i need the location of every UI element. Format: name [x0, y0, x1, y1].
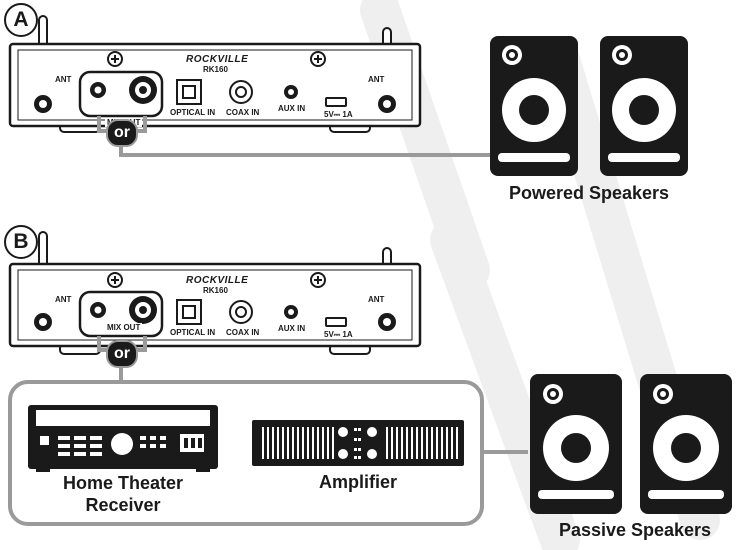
model-label-b: RK160: [203, 286, 228, 295]
aux-in-label-a: AUX IN: [278, 104, 306, 113]
step-a-badge: A: [4, 3, 38, 37]
step-b-badge: B: [4, 225, 38, 259]
passive-speakers-caption: Passive Speakers: [558, 520, 712, 540]
usb-label-a: 5V⎓ 1A: [324, 110, 353, 119]
usb-label-b: 5V⎓ 1A: [324, 330, 353, 339]
receiver-unit-b: [8, 231, 422, 382]
coax-in-label-b: COAX IN: [226, 328, 260, 337]
ant-right-label-b: ANT: [368, 295, 385, 304]
home-theater-receiver-caption: Home Theater Receiver: [28, 472, 218, 516]
optical-in-label-b: OPTICAL IN: [170, 328, 216, 337]
ant-right-label-a: ANT: [368, 75, 385, 84]
ant-left-label-a: ANT: [55, 75, 72, 84]
mix-out-label-b: MIX OUT: [105, 323, 143, 332]
powered-speakers: [490, 36, 688, 176]
model-label-a: RK160: [203, 65, 228, 74]
brand-label-a: ROCKVILLE: [186, 54, 249, 65]
amplifier-caption: Amplifier: [318, 472, 397, 492]
or-badge-b: or: [106, 340, 138, 368]
speaker-powered-right: [600, 36, 688, 176]
home-theater-receiver-caption-line-1: Home Theater: [62, 473, 184, 493]
ant-left-label-b: ANT: [55, 295, 72, 304]
passive-speakers: [530, 374, 732, 514]
optical-in-label-a: OPTICAL IN: [170, 108, 216, 117]
speaker-powered-left: [490, 36, 578, 176]
powered-speakers-caption: Powered Speakers: [508, 183, 670, 203]
home-theater-receiver-caption-line-2: Receiver: [85, 495, 161, 515]
coax-in-label-a: COAX IN: [226, 108, 260, 117]
home-theater-receiver-icon: [28, 405, 218, 472]
brand-label-b: ROCKVILLE: [186, 275, 249, 286]
speaker-passive-right: [640, 374, 732, 514]
amplifier-icon: [252, 420, 464, 466]
or-badge-a: or: [106, 119, 138, 147]
aux-in-label-b: AUX IN: [278, 324, 306, 333]
speaker-passive-left: [530, 374, 622, 514]
